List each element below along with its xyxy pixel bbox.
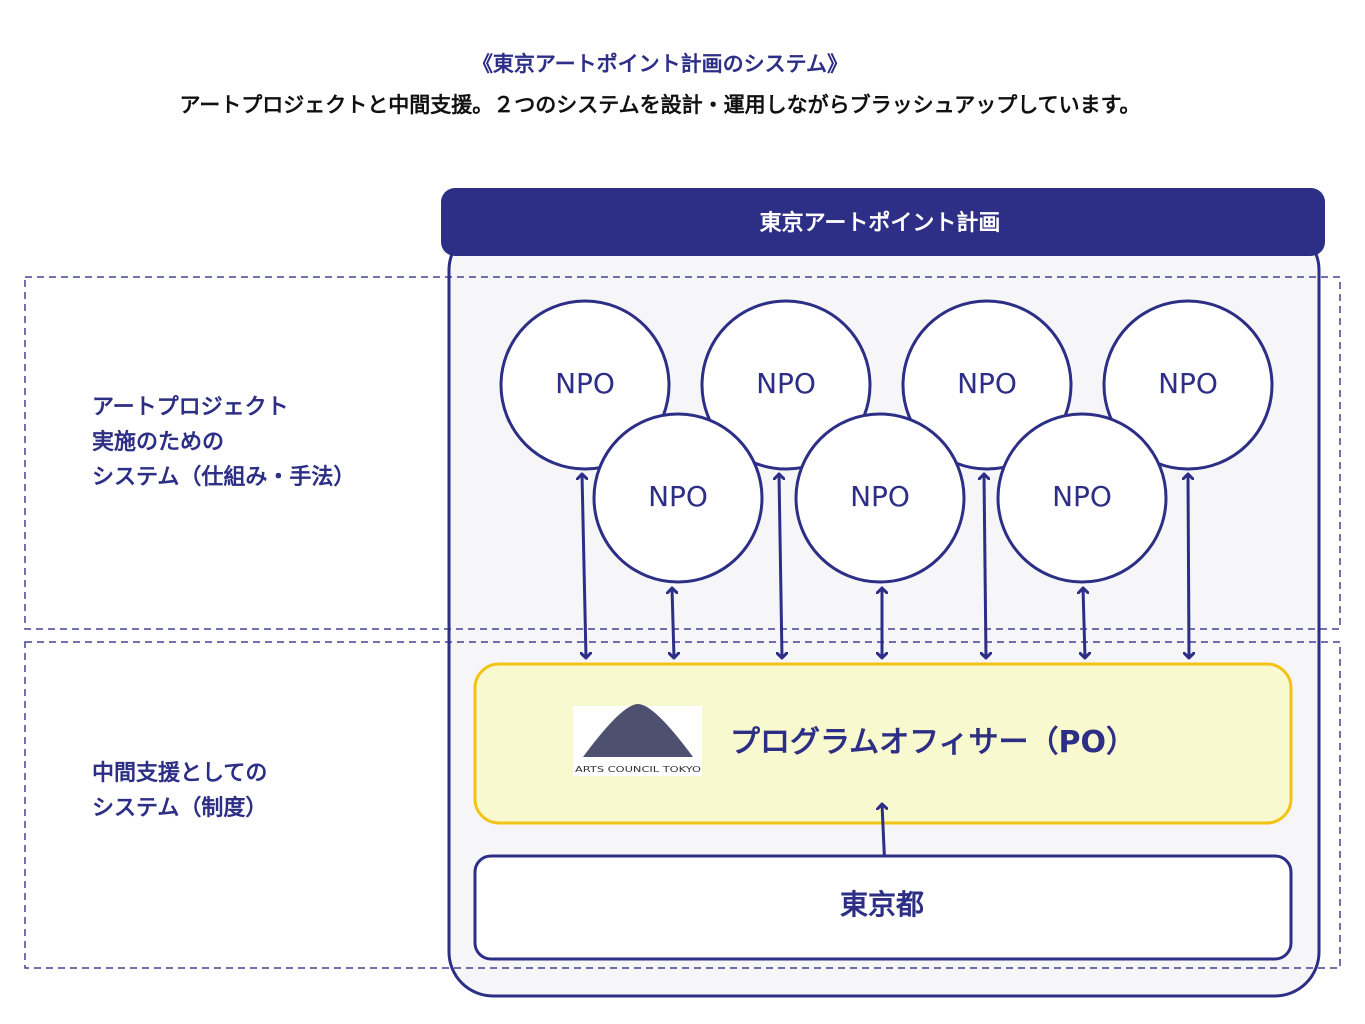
- npo-node-2: NPO: [700, 299, 872, 471]
- arrow-npo-3-po: [984, 474, 986, 658]
- zone-upper-label: アートプロジェクト 実施のための システム（仕組み・手法）: [92, 390, 355, 495]
- zone-lower-line-2: システム（制度）: [92, 796, 268, 821]
- svg-text:NPO: NPO: [850, 480, 910, 513]
- svg-text:NPO: NPO: [1052, 480, 1112, 513]
- zone-upper-frame: [24, 276, 1341, 630]
- program-title: 東京アートポイント計画: [760, 210, 1001, 236]
- svg-text:NPO: NPO: [957, 367, 1017, 400]
- arrow-npo-5-po: [672, 588, 674, 658]
- svg-text:NPO: NPO: [756, 367, 816, 400]
- svg-text:NPO: NPO: [648, 480, 708, 513]
- po-label: プログラムオフィサー（PO）: [730, 725, 1136, 760]
- npo-node-3: NPO: [901, 299, 1073, 471]
- zone-lower-line-1: 中間支援としての: [92, 761, 268, 786]
- diagram-subtitle: 《東京アートポイント計画のシステム》: [471, 52, 849, 76]
- svg-text:NPO: NPO: [555, 367, 615, 400]
- zone-lower-label: 中間支援としての システム（制度）: [92, 756, 267, 826]
- npo-node-4: NPO: [1102, 299, 1274, 471]
- diagram-headline: アートプロジェクトと中間支援。２つのシステムを設計・運用しながらブラッシュアップ…: [179, 93, 1141, 117]
- program-title-bar: [441, 188, 1325, 256]
- npo-node-1: NPO: [499, 299, 671, 471]
- arrow-npo-7-po: [1083, 588, 1085, 658]
- arrow-npo-4-po: [1188, 474, 1189, 658]
- arrow-npo-1-po: [582, 474, 586, 658]
- zone-upper-line-1: アートプロジェクト: [92, 395, 289, 420]
- zone-lower-frame: [24, 641, 1341, 969]
- npo-node-7: NPO: [996, 412, 1168, 584]
- logo-text: ARTS COUNCIL TOKYO: [575, 765, 701, 774]
- tokyo-box: [473, 854, 1293, 961]
- arts-council-tokyo-logo: ARTS COUNCIL TOKYO: [573, 704, 702, 776]
- npo-node-6: NPO: [794, 412, 966, 584]
- zone-upper-line-2: 実施のための: [92, 430, 225, 455]
- zone-upper-line-3: システム（仕組み・手法）: [92, 465, 356, 490]
- npo-node-5: NPO: [592, 412, 764, 584]
- tokyo-label: 東京都: [840, 888, 924, 921]
- arrow-npo-2-po: [779, 474, 782, 658]
- svg-text:NPO: NPO: [1158, 367, 1218, 400]
